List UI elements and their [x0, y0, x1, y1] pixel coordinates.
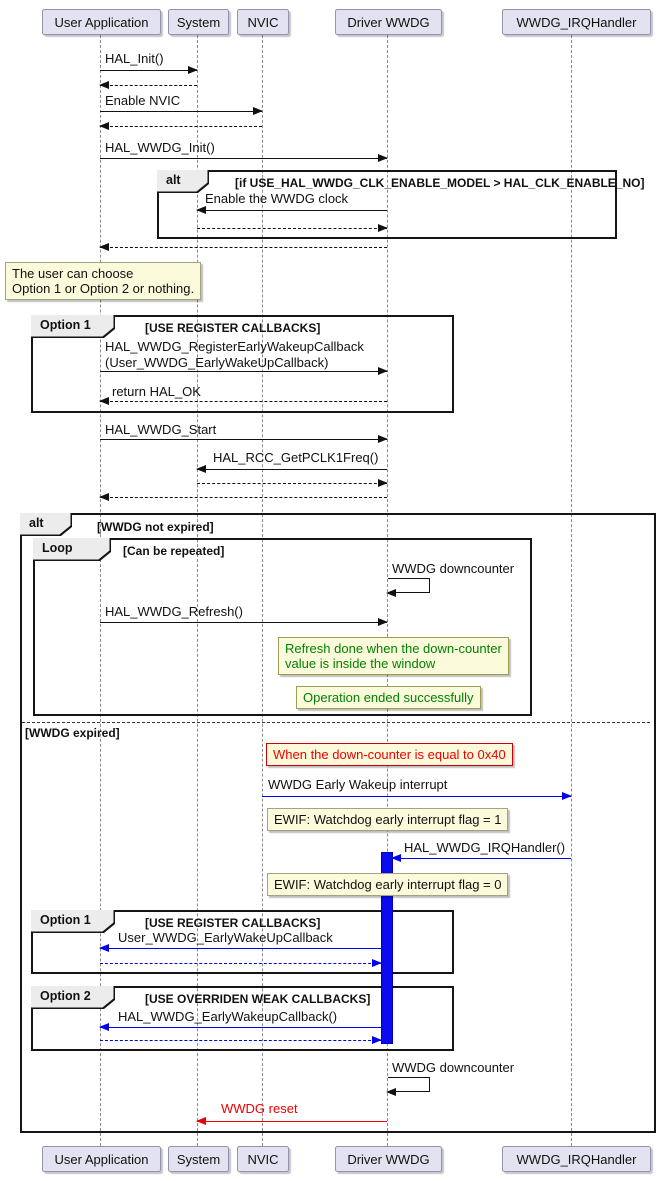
participant-wwdg-irqhandler-top: WWDG_IRQHandler: [502, 9, 651, 35]
participant-system-bottom: System: [168, 1146, 229, 1172]
return-arrow-wwdg-init: [99, 243, 387, 251]
note-line: Refresh done when the down-counter: [285, 641, 502, 656]
message-label-wwdg-init: HAL_WWDG_Init(): [105, 140, 215, 155]
message-label-return-hal-ok: return HAL_OK: [112, 384, 201, 399]
note-ewif-0: EWIF: Watchdog early interrupt flag = 0: [267, 873, 509, 896]
message-arrow-early-wakeup: [262, 792, 572, 800]
note-operation-success: Operation ended successfully: [296, 686, 481, 709]
note-line: EWIF: Watchdog early interrupt flag = 1: [274, 812, 502, 827]
return-arrow-hal-ok: [99, 397, 387, 405]
participant-driver-wwdg-bottom: Driver WWDG: [335, 1146, 442, 1172]
message-arrow-weak-cb: [99, 1023, 381, 1031]
message-label-get-pclk1: HAL_RCC_GetPCLK1Freq(): [213, 450, 379, 465]
fragment-guard: [USE REGISTER CALLBACKS]: [145, 321, 321, 335]
participant-wwdg-irqhandler-bottom: WWDG_IRQHandler: [502, 1146, 651, 1172]
fragment-guard: [USE OVERRIDEN WEAK CALLBACKS]: [145, 992, 371, 1006]
note-line: Operation ended successfully: [303, 690, 474, 705]
fragment-guard: [WWDG not expired]: [97, 520, 214, 534]
return-arrow-enable-clock: [197, 224, 388, 232]
fragment-operator-label: alt: [29, 516, 44, 530]
fragment-operator-tab: Option 1: [31, 910, 115, 933]
fragment-alt-wwdg-expired: alt [WWDG not expired] [WWDG expired]: [20, 513, 656, 1133]
fragment-alt-clk-enable: alt [if USE_HAL_WWDG_CLK_ENABLE_MODEL > …: [157, 170, 644, 239]
self-message-downcounter-1: [386, 578, 430, 597]
message-arrow-refresh: [100, 618, 388, 626]
message-label-register-cb-1: HAL_WWDG_RegisterEarlyWakeupCallback: [105, 339, 364, 354]
fragment-operator-label: alt: [166, 173, 181, 187]
note-ewif-1: EWIF: Watchdog early interrupt flag = 1: [267, 808, 509, 831]
fragment-option2-weak-callback: Option 2 [USE OVERRIDEN WEAK CALLBACKS]: [31, 986, 454, 1051]
return-arrow-weak-cb: [100, 1036, 382, 1044]
message-arrow-enable-clock: [196, 206, 387, 214]
message-label-downcounter-1: WWDG downcounter: [392, 561, 515, 576]
participant-nvic-top: NVIC: [237, 9, 289, 35]
message-label-wwdg-reset: WWDG reset: [221, 1101, 298, 1116]
message-arrow-wwdg-start: [100, 435, 388, 443]
fragment-operator-label: Option 2: [40, 989, 91, 1003]
message-label-user-cb: User_WWDG_EarlyWakeUpCallback: [118, 930, 333, 945]
fragment-operator-tab: alt: [157, 170, 209, 193]
lifeline-wwdg-irqhandler: [571, 35, 572, 1146]
note-downcounter-0x40: When the down-counter is equal to 0x40: [266, 743, 513, 766]
fragment-option1-callback: Option 1 [USE REGISTER CALLBACKS]: [31, 910, 454, 974]
message-label-enable-nvic: Enable NVIC: [105, 93, 181, 108]
fragment-operator-tab: Option 2: [31, 986, 115, 1009]
participant-nvic-bottom: NVIC: [237, 1146, 289, 1172]
fragment-operator-tab: alt: [20, 513, 72, 536]
message-arrow-enable-nvic: [100, 107, 263, 115]
message-label-refresh: HAL_WWDG_Refresh(): [105, 604, 243, 619]
fragment-operator-label: Option 1: [40, 318, 91, 332]
lifeline-system: [197, 35, 198, 1146]
return-arrow-enable-nvic: [99, 122, 262, 130]
note-line: EWIF: Watchdog early interrupt flag = 0: [274, 877, 502, 892]
note-line: When the down-counter is equal to 0x40: [273, 747, 506, 762]
message-label-register-cb-2: (User_WWDG_EarlyWakeUpCallback): [105, 355, 329, 370]
note-user-choice: The user can choose Option 1 or Option 2…: [5, 262, 202, 300]
return-arrow-hal-init: [99, 81, 197, 89]
message-label-early-wakeup: WWDG Early Wakeup interrupt: [268, 777, 448, 792]
message-arrow-wwdg-init: [100, 154, 388, 162]
lifeline-user-application: [100, 35, 101, 1146]
fragment-else-divider: [22, 722, 650, 723]
message-label-wwdg-start: HAL_WWDG_Start: [105, 422, 217, 437]
fragment-guard: [if USE_HAL_WWDG_CLK_ENABLE_MODEL > HAL_…: [235, 176, 645, 190]
fragment-operator-tab: Option 1: [31, 315, 115, 338]
message-arrow-irq-handler: [391, 854, 571, 862]
message-label-enable-clock: Enable the WWDG clock: [205, 191, 349, 206]
message-arrow-register-cb: [100, 367, 388, 375]
return-arrow-wwdg-start: [99, 493, 387, 501]
return-arrow-user-cb: [100, 959, 382, 967]
self-message-downcounter-2: [386, 1077, 430, 1096]
fragment-guard: [USE REGISTER CALLBACKS]: [145, 916, 321, 930]
message-arrow-wwdg-reset: [196, 1117, 387, 1125]
message-label-weak-cb: HAL_WWDG_EarlyWakeupCallback(): [118, 1009, 338, 1024]
note-line: value is inside the window: [285, 656, 436, 671]
participant-driver-wwdg-top: Driver WWDG: [335, 9, 442, 35]
note-line: The user can choose: [12, 266, 134, 281]
message-arrow-hal-init: [100, 66, 198, 74]
participant-user-application-top: User Application: [42, 9, 161, 35]
lifeline-nvic: [262, 35, 263, 1146]
participant-user-application-bottom: User Application: [42, 1146, 161, 1172]
fragment-operator-label: Option 1: [40, 913, 91, 927]
message-arrow-get-pclk1: [196, 465, 387, 473]
note-refresh-window: Refresh done when the down-counter value…: [278, 637, 509, 675]
message-label-hal-init: HAL_Init(): [105, 51, 164, 66]
participant-system-top: System: [168, 9, 229, 35]
message-label-irq-handler: HAL_WWDG_IRQHandler(): [404, 840, 566, 855]
message-label-downcounter-2: WWDG downcounter: [392, 1060, 515, 1075]
note-line: Option 1 or Option 2 or nothing.: [12, 281, 195, 296]
fragment-operator-tab: Loop: [33, 538, 111, 561]
fragment-guard: [Can be repeated]: [123, 544, 225, 558]
fragment-option1-register: Option 1 [USE REGISTER CALLBACKS]: [31, 315, 454, 413]
return-arrow-get-pclk1: [197, 479, 388, 487]
message-arrow-user-cb: [99, 944, 381, 952]
fragment-loop-refresh: Loop [Can be repeated]: [33, 538, 532, 716]
fragment-else-guard: [WWDG expired]: [25, 726, 120, 740]
fragment-operator-label: Loop: [42, 541, 73, 555]
activation-bar-driver-wwdg: [381, 852, 393, 1044]
